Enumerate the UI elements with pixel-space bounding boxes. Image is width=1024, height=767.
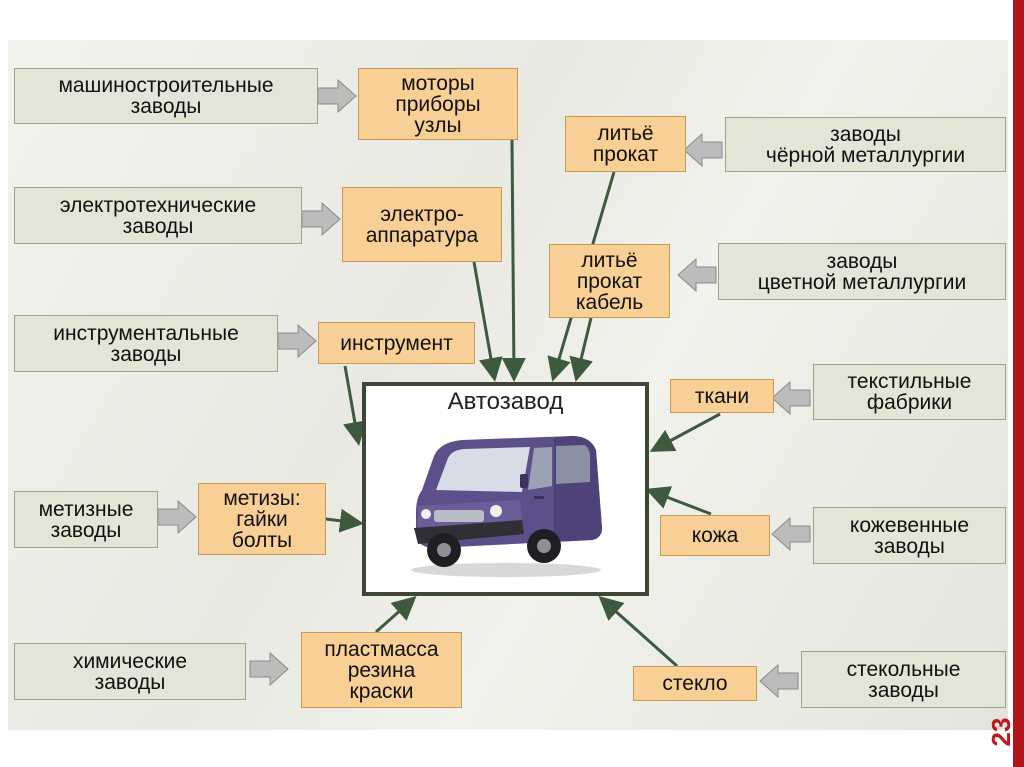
source-instrumentalnye: инструментальные заводы (14, 315, 278, 372)
link-litye2 (577, 318, 591, 376)
product-litye2: литьё прокат кабель (549, 244, 670, 318)
block-arrow-tsvetnaya (678, 259, 716, 291)
link-plastmassa (376, 600, 412, 632)
product-instrument: инструмент (318, 322, 475, 364)
link-metizy (326, 519, 358, 523)
link-instrument (345, 366, 358, 440)
product-metizy: метизы: гайки болты (198, 483, 326, 555)
source-tsvetnaya: заводы цветной металлургии (718, 243, 1006, 300)
link-kozha (651, 491, 711, 514)
source-metiznye: метизные заводы (14, 491, 158, 548)
link-elektro (474, 262, 494, 376)
block-arrow-mashinostroitelnye (318, 80, 356, 112)
source-stekolnye: стекольные заводы (801, 651, 1006, 708)
link-tkani (655, 414, 720, 449)
center-box: Автозавод (362, 382, 649, 596)
block-arrow-chernaya (684, 134, 722, 166)
block-arrow-kozhevennye (772, 518, 810, 550)
link-motory (512, 140, 514, 376)
source-tekstilnye: текстильные фабрики (813, 364, 1006, 420)
product-elektro: электро- аппаратура (342, 187, 502, 262)
source-kozhevennye: кожевенные заводы (813, 507, 1006, 564)
block-arrow-himicheskie (250, 653, 288, 685)
source-mashinostroitelnye: машиностроительные заводы (14, 68, 318, 124)
block-arrow-metiznye (158, 501, 196, 533)
product-motory: моторы приборы узлы (358, 68, 518, 140)
block-arrow-elektrotehnicheskie (302, 203, 340, 235)
block-arrow-stekolnye (760, 665, 798, 697)
block-arrow-instrumentalnye (278, 325, 316, 357)
product-tkani: ткани (670, 379, 774, 413)
link-steklo (603, 600, 677, 666)
source-himicheskie: химические заводы (14, 643, 246, 700)
product-steklo: стекло (633, 666, 757, 701)
product-plastmassa: пластмасса резина краски (301, 632, 462, 708)
product-kozha: кожа (660, 515, 770, 556)
page-number: 23 (981, 707, 1021, 757)
product-litye1: литьё прокат (565, 116, 686, 172)
van-image (404, 420, 608, 580)
block-arrow-tekstilnye (772, 382, 810, 414)
source-elektrotehnicheskie: электротехнические заводы (14, 187, 302, 244)
source-chernaya: заводы чёрной металлургии (725, 117, 1006, 172)
center-title: Автозавод (366, 388, 645, 416)
